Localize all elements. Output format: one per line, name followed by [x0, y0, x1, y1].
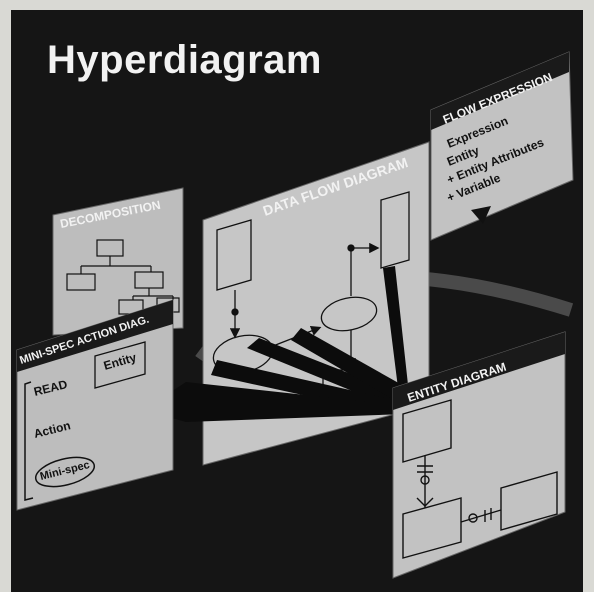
dfd-bubble-right	[320, 296, 378, 332]
decomposition-panel: DECOMPOSITION	[52, 187, 184, 336]
slide-title: Hyperdiagram	[47, 38, 322, 82]
entity-box-top	[402, 399, 452, 463]
mini-spec-bracket	[24, 381, 34, 501]
mini-spec-entity-box	[94, 341, 146, 389]
dfd-process-box-left	[216, 219, 252, 291]
dfd-process-box-right	[380, 191, 410, 269]
flow-expression-panel: FLOW EXPRESSION Expression Entity + Enti…	[430, 51, 574, 241]
entity-box-right	[500, 471, 558, 531]
mini-spec-oval	[34, 456, 96, 488]
entity-diagram-panel: ENTITY DIAGRAM	[392, 331, 566, 579]
entity-relationship-horizontal	[460, 509, 502, 523]
entity-box-bottom	[402, 497, 462, 559]
slide: Hyperdiagram DECOMPOSITION	[11, 10, 583, 592]
flow-expression-pointer	[471, 206, 491, 224]
hyperdiagram-illustration: DECOMPOSITION DATA FLOW DIAGRAM	[16, 51, 574, 579]
mini-spec-panel: MINI-SPEC ACTION DIAG. Entity READ Actio…	[16, 299, 174, 511]
